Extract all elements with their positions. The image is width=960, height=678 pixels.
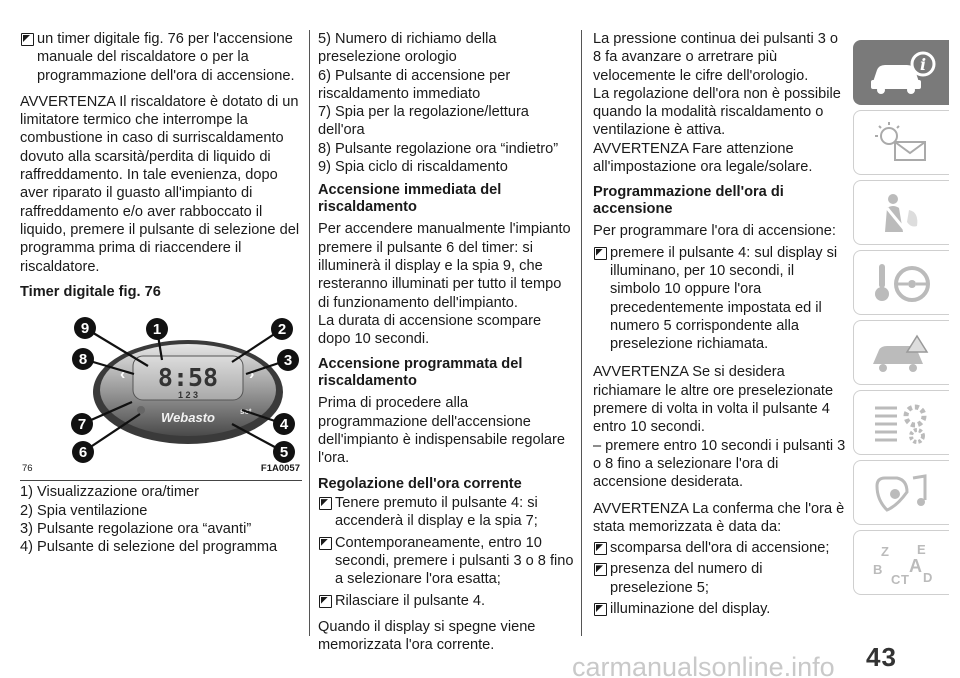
warning-paragraph: AVVERTENZA Il riscaldatore è dotato di u… — [20, 93, 300, 275]
seatbelt-airbag-icon — [884, 193, 917, 232]
figure-number: 76 — [22, 463, 33, 475]
multimedia-icon — [874, 473, 926, 512]
svg-text:4: 4 — [280, 416, 289, 433]
paragraph: – premere entro 10 secondi i pulsanti 3 … — [593, 437, 846, 491]
alphabetical-index-icon: Z E B A C T D — [873, 542, 932, 586]
display-time: 8:58 — [158, 363, 218, 392]
paragraph: La regolazione dell'ora non è possibile … — [593, 85, 841, 139]
svg-text:Z: Z — [881, 544, 889, 559]
bullet-item: Rilasciare il pulsante 4. — [318, 592, 576, 610]
svg-text:1: 1 — [153, 321, 161, 338]
section-heading: Accensione programmata del riscaldamento — [318, 356, 523, 389]
svg-text:B: B — [873, 562, 882, 577]
webasto-timer-illustration: 8:58 1 2 3 ‹ › Webasto set 1 2 3 — [71, 317, 299, 464]
column-divider — [581, 30, 582, 636]
svg-text:T: T — [901, 572, 909, 586]
svg-text:A: A — [909, 556, 922, 576]
tab-index[interactable]: Z E B A C T D — [853, 530, 949, 595]
column-1: un timer digitale fig. 76 per l'accensio… — [20, 30, 302, 557]
svg-text:C: C — [891, 572, 901, 586]
watermark: carmanualsonline.info — [572, 652, 835, 678]
key-steering-wheel-icon — [874, 263, 930, 302]
callout-markers: 1 2 3 4 5 6 7 8 9 — [71, 317, 299, 464]
forward-arrow-icon: › — [249, 366, 254, 383]
paragraph: La pressione continua dei pulsanti 3 o 8… — [593, 31, 839, 84]
warning-paragraph: AVVERTENZA Se si desidera richiamare le … — [593, 364, 834, 436]
warning-lights-mail-icon — [874, 121, 926, 161]
svg-text:8: 8 — [79, 351, 87, 368]
section-heading: Accensione immediata del riscaldamento — [318, 182, 502, 215]
paragraph: Per accendere manualmente l'impianto pre… — [318, 221, 571, 311]
bullet-item: scomparsa dell'ora di accensione; — [593, 539, 848, 557]
bullet-item: presenza del numero di preselezione 5; — [593, 560, 848, 597]
column-divider — [309, 30, 310, 636]
car-breakdown-icon — [872, 334, 928, 372]
tab-multimedia[interactable] — [853, 460, 949, 525]
bullet-item: premere il pulsante 4: sul display si il… — [593, 244, 848, 354]
legend-item: 4) Pulsante di selezione del programma — [20, 539, 278, 556]
section-heading: Programmazione dell'ora di accensione — [593, 184, 784, 217]
svg-text:i: i — [919, 55, 925, 74]
tab-warning-lights[interactable] — [853, 110, 949, 175]
brand-logo: Webasto — [161, 410, 215, 425]
legend-item: 9) Spia ciclo di riscaldamento — [318, 159, 508, 176]
timer-figure: 8:58 1 2 3 ‹ › Webasto set 1 2 3 — [20, 314, 302, 482]
maintenance-gears-icon — [874, 404, 926, 444]
paragraph: Prima di procedere alla programmazione d… — [318, 395, 565, 467]
section-heading: Timer digitale fig. 76 — [20, 283, 161, 300]
column-2: 5) Numero di richiamo della preselezione… — [318, 30, 576, 663]
tab-emergency[interactable] — [853, 320, 949, 385]
back-arrow-icon: ‹ — [120, 366, 125, 383]
heat-button-icon — [137, 406, 145, 415]
svg-text:2: 2 — [278, 321, 286, 338]
warning-paragraph: AVVERTENZA La conferma che l'ora è stata… — [593, 500, 845, 535]
svg-text:D: D — [923, 570, 932, 585]
paragraph: Quando il display si spegne viene memori… — [318, 618, 536, 654]
warning-paragraph: AVVERTENZA Fare attenzione all'impostazi… — [593, 140, 813, 176]
column-3: La pressione continua dei pulsanti 3 o 8… — [593, 30, 848, 626]
bullet-item: illuminazione del display. — [593, 600, 848, 618]
figure-code: F1A0057 — [260, 463, 300, 475]
svg-text:E: E — [917, 542, 926, 557]
section-heading: Regolazione dell'ora corrente — [318, 475, 522, 492]
svg-text:5: 5 — [280, 444, 288, 461]
legend-item: 5) Numero di richiamo della preselezione… — [318, 31, 497, 66]
tab-safety[interactable] — [853, 180, 949, 245]
legend-item: 1) Visualizzazione ora/timer — [20, 484, 199, 501]
bullet-item: Contemporaneamente, entro 10 secondi, pr… — [318, 534, 576, 589]
paragraph: Per programmare l'ora di accensione: — [593, 223, 836, 240]
timer-display — [132, 355, 244, 401]
legend-item: 8) Pulsante regolazione ora “indietro” — [318, 140, 559, 157]
paragraph: un timer digitale fig. 76 per l'accensio… — [20, 30, 302, 85]
bullet-item: Tenere premuto il pulsante 4: si accende… — [318, 494, 576, 531]
tab-maintenance[interactable] — [853, 390, 949, 455]
tab-car-info[interactable]: i — [853, 40, 949, 105]
legend-item: 7) Spia per la regolazione/lettura dell'… — [318, 104, 529, 139]
svg-text:7: 7 — [78, 416, 86, 433]
display-digits: 1 2 3 — [178, 390, 198, 400]
svg-text:3: 3 — [284, 352, 292, 369]
car-info-icon: i — [870, 51, 935, 94]
chapter-tabs: i — [853, 40, 949, 600]
legend-item: 2) Spia ventilazione — [20, 502, 148, 519]
legend-item: 3) Pulsante regolazione ora “avanti” — [20, 520, 252, 537]
paragraph: La durata di accensione scompare dopo 10… — [318, 312, 542, 348]
svg-text:9: 9 — [81, 320, 89, 337]
svg-text:6: 6 — [79, 444, 87, 461]
tab-starting[interactable] — [853, 250, 949, 315]
legend-item: 6) Pulsante di accensione per riscaldame… — [318, 67, 511, 102]
page-number: 43 — [866, 642, 897, 672]
